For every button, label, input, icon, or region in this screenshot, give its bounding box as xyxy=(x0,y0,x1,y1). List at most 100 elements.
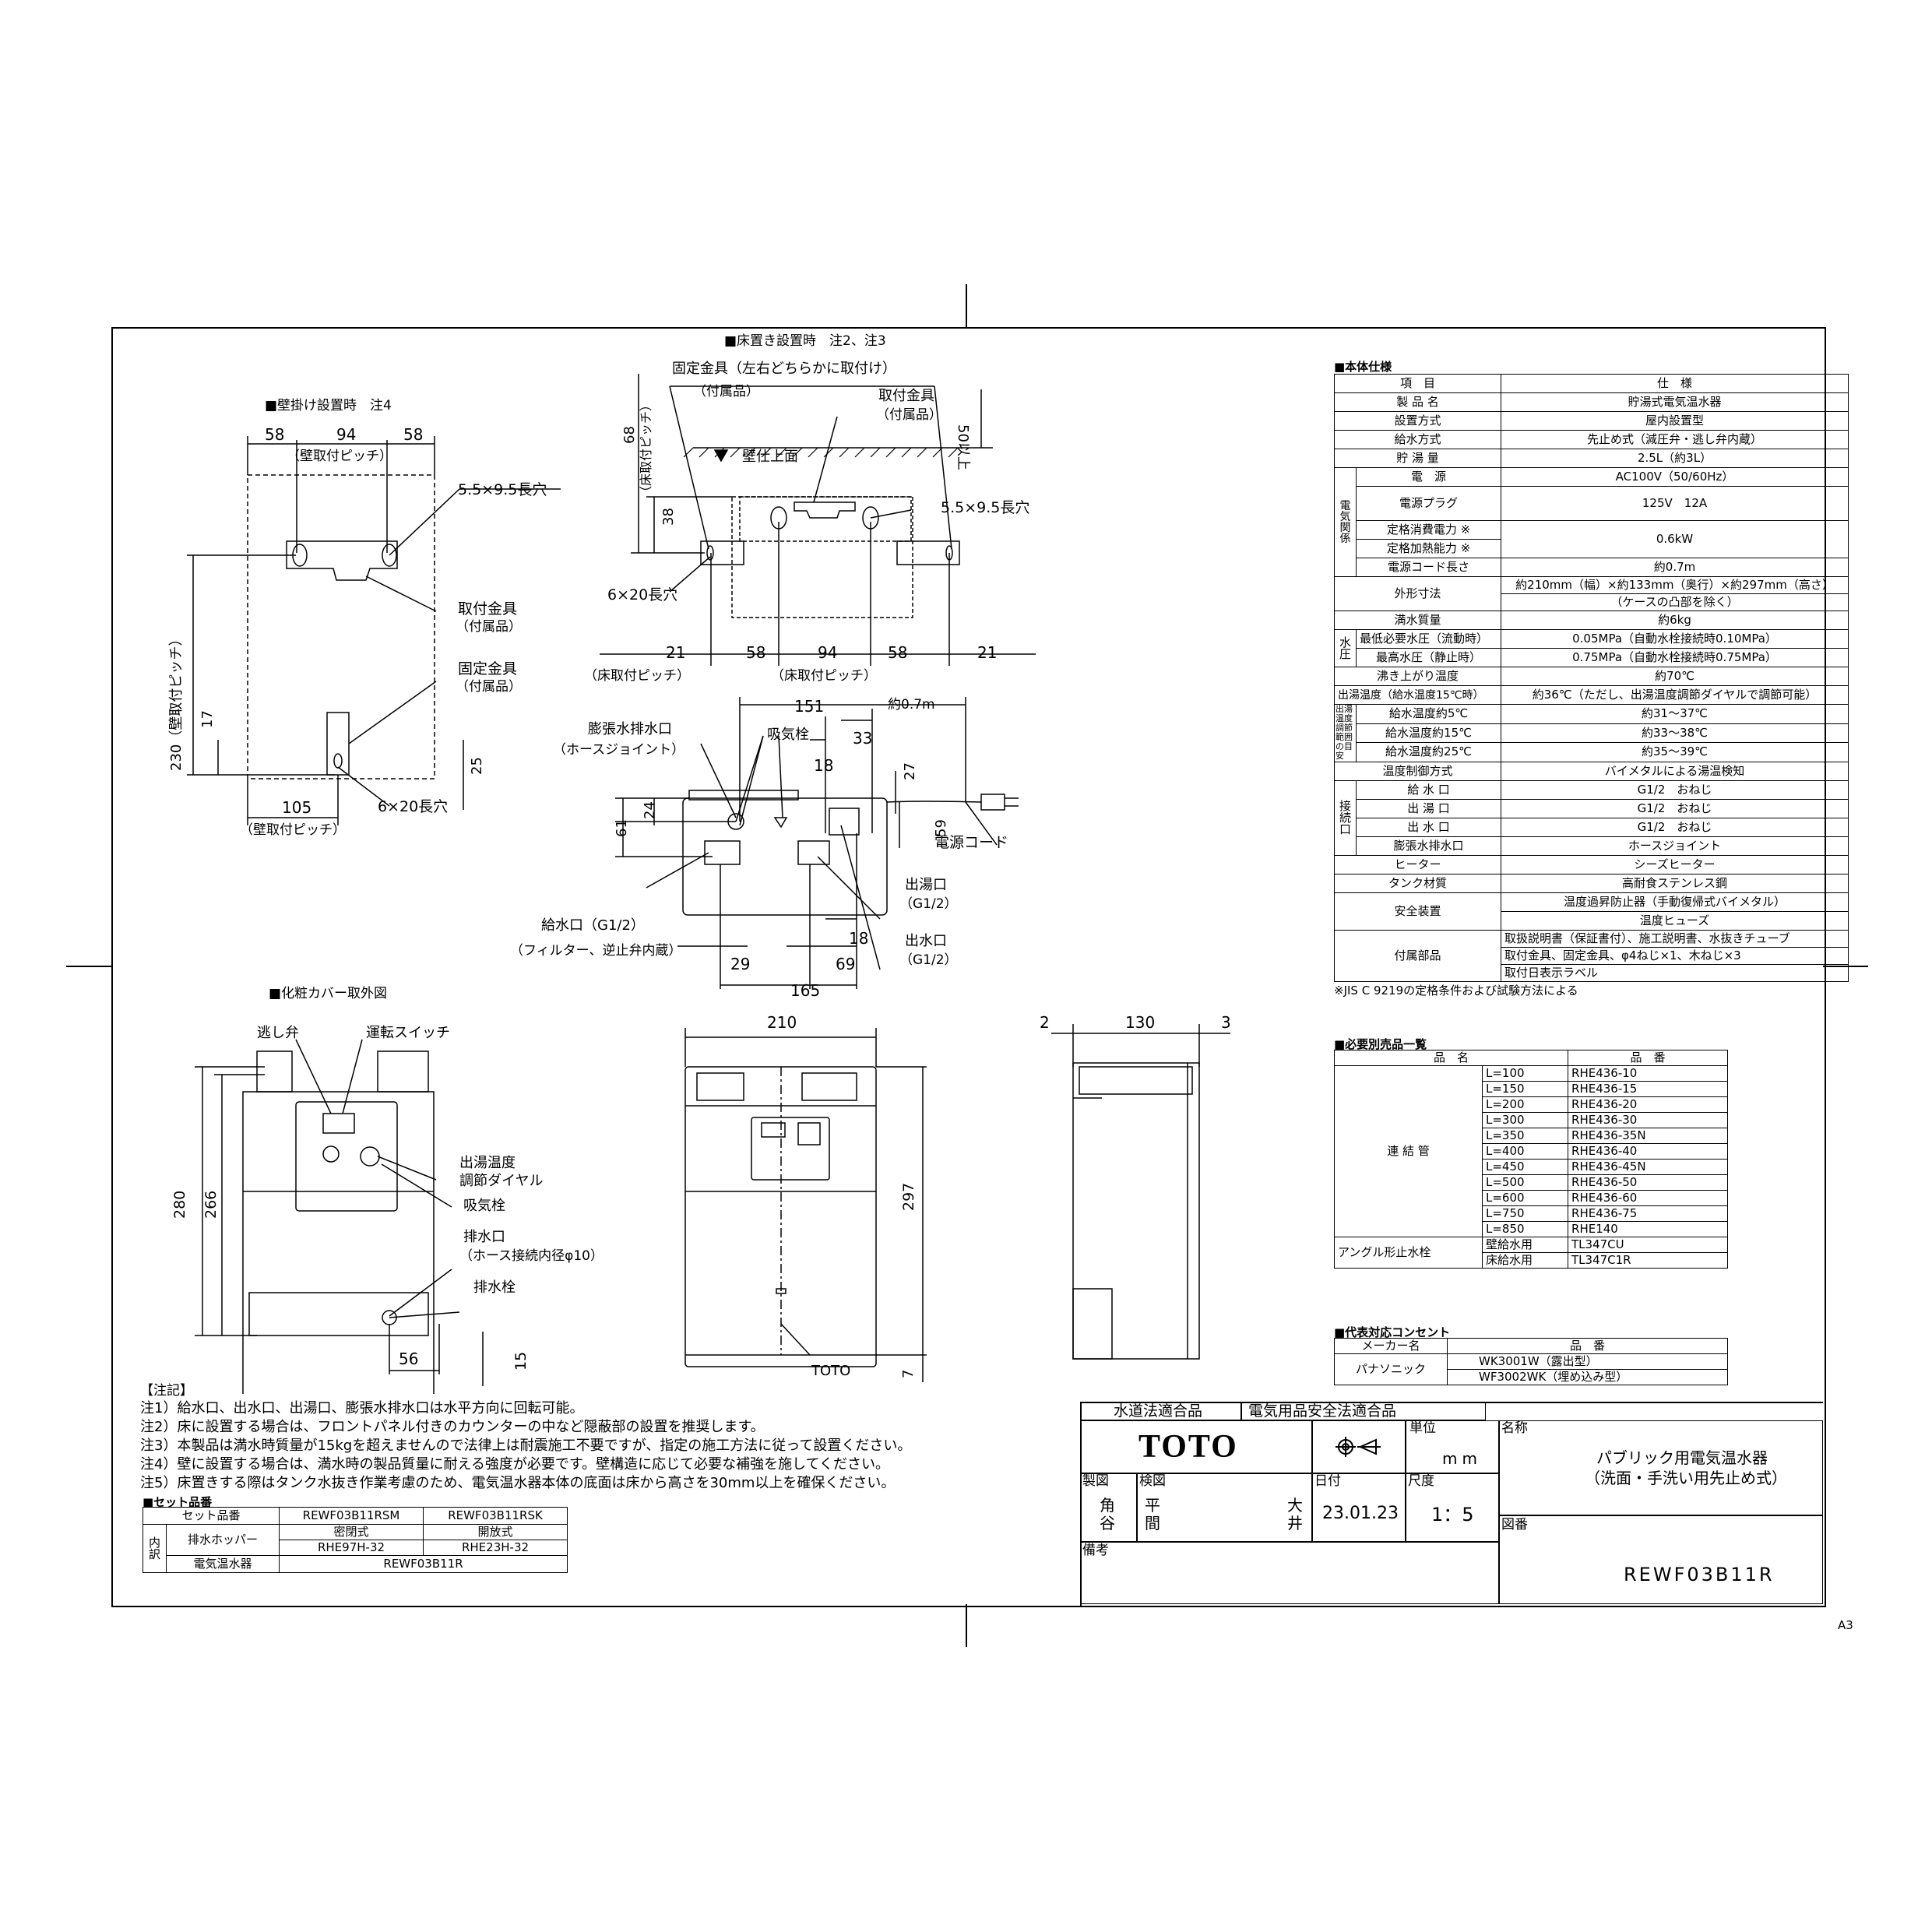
cover-air-label: 吸気栓 xyxy=(463,1198,505,1214)
date-cell xyxy=(1312,1473,1406,1542)
parts-row-size: 壁給水用 xyxy=(1481,1237,1569,1253)
spec-row-label: 温度制御方式 xyxy=(1333,761,1502,781)
set-side-label: 内訳 xyxy=(143,1524,167,1573)
parts-group-valve: アングル形止水栓 xyxy=(1334,1237,1483,1269)
spec-row-label: 定格消費電力 ※ xyxy=(1355,520,1502,540)
scale-label: 尺度 xyxy=(1408,1473,1434,1489)
center-mark-top xyxy=(966,284,967,327)
wall-dim-17: 17 xyxy=(199,710,216,728)
spec-row-label: 満水質量 xyxy=(1333,611,1502,630)
set-header-rsm: REWF03B11RSM xyxy=(279,1507,424,1525)
front-view-drawing xyxy=(684,1028,927,1382)
date-label: 日付 xyxy=(1314,1473,1341,1489)
drafter-name: 角谷 xyxy=(1100,1496,1115,1533)
parts-header-number: 品 番 xyxy=(1568,1050,1729,1066)
floor-dim-38: 38 xyxy=(660,508,677,526)
parts-row-number: RHE436-30 xyxy=(1568,1112,1729,1128)
top-out-label: 出水口 xyxy=(905,933,947,949)
parts-row-size: L=500 xyxy=(1481,1174,1569,1191)
spec-row-value: 約70℃ xyxy=(1501,667,1849,686)
cover-view-title: ■化粧カバー取外図 xyxy=(269,986,388,1001)
parts-row-number: TL347C1R xyxy=(1568,1252,1729,1269)
spec-row-value: 125V 12A xyxy=(1501,486,1849,521)
scale-value: 1：5 xyxy=(1431,1504,1474,1526)
cover-drain-label: 排水口 xyxy=(463,1229,505,1245)
parts-row-number: RHE436-35N xyxy=(1568,1128,1729,1144)
floor-hole2-label: 6×20長穴 xyxy=(607,586,678,604)
note-item: 注3）本製品は満水時質量が15kgを超えませんので法律上は耐震施工不要ですが、指… xyxy=(140,1438,912,1454)
spec-group-elec: 電気関係 xyxy=(1334,467,1357,577)
floor-dim-21a: 21 xyxy=(666,643,686,662)
spec-row-label: 電源プラグ xyxy=(1355,486,1502,521)
outlet-row: WK3001W（露出型） xyxy=(1447,1353,1728,1370)
spec-row-value: 0.75MPa（自動水栓接続時0.75MPa） xyxy=(1501,648,1849,667)
notes-title: 【注記】 xyxy=(140,1383,193,1399)
outlet-header-maker: メーカー名 xyxy=(1334,1338,1448,1354)
spec-row-value: 取付金具、固定金具、φ4ねじ×1、木ねじ×3 xyxy=(1501,946,1849,965)
parts-row-size: L=600 xyxy=(1481,1190,1569,1206)
spec-row-value: 温度ヒューズ xyxy=(1501,910,1849,931)
spec-row-label: 電 源 xyxy=(1355,467,1502,487)
floor-dim-94: 94 xyxy=(818,643,838,662)
spec-row-value: 屋内設置型 xyxy=(1501,411,1849,431)
floor-dim-21b: 21 xyxy=(977,643,998,662)
unit-cell xyxy=(1406,1420,1499,1473)
top-power-label: 電源コード xyxy=(934,834,1009,851)
front-dim-297: 297 xyxy=(900,1182,917,1211)
cert-water: 水道法適合品 xyxy=(1114,1402,1203,1420)
spec-row-label: 給 水 口 xyxy=(1355,779,1502,800)
floor-dim-58a: 58 xyxy=(746,643,766,662)
top-air-label: 吸気栓 xyxy=(767,727,809,743)
brand-cell xyxy=(1080,1420,1312,1473)
spec-row-label: 最低必要水圧（流動時） xyxy=(1355,629,1502,649)
outlet-header-number: 品 番 xyxy=(1447,1338,1728,1354)
floor-dim-50: 50以上 xyxy=(955,424,971,470)
parts-row-number: RHE436-15 xyxy=(1568,1081,1729,1097)
spec-row-value: G1/2 おねじ xyxy=(1501,817,1849,837)
cover-switch-label: 運転スイッチ xyxy=(366,1025,450,1041)
cover-removed-drawing xyxy=(195,1039,484,1394)
wall-dim-25: 25 xyxy=(469,757,485,775)
set-row-heater: 電気温水器 xyxy=(165,1555,280,1573)
spec-row-label: 設置方式 xyxy=(1333,411,1502,431)
wall-dim-58b: 58 xyxy=(403,425,424,444)
top-hot-label: 出湯口 xyxy=(905,877,947,893)
set-hopper-rsm-number: RHE97H-32 xyxy=(279,1540,424,1556)
set-hopper-rsm-type: 密閉式 xyxy=(279,1524,424,1540)
spec-row-value: 高耐食ステンレス鋼 xyxy=(1501,873,1849,893)
spec-note: ※JIS C 9219の定格条件および試験方法による xyxy=(1334,984,1578,998)
top-expansion-sub: （ホースジョイント） xyxy=(553,742,685,758)
spec-row-value: バイメタルによる湯温検知 xyxy=(1501,761,1849,781)
floor-fixed-label: 固定金具（左右どちらかに取付け） xyxy=(672,361,896,377)
spec-row-label: 外形寸法 xyxy=(1333,576,1502,611)
spec-row-value: （ケースの凸部を除く） xyxy=(1501,593,1849,611)
seizu-label: 製図 xyxy=(1082,1473,1109,1489)
outlet-title: ■代表対応コンセント xyxy=(1334,1325,1451,1339)
parts-row-size: L=750 xyxy=(1481,1205,1569,1222)
cover-relief-label: 逃し弁 xyxy=(257,1025,299,1041)
set-title: ■セット品番 xyxy=(143,1495,213,1509)
wall-dim-94: 94 xyxy=(336,425,357,444)
parts-row-number: RHE436-50 xyxy=(1568,1174,1729,1191)
cover-drainplug-label: 排水栓 xyxy=(473,1279,516,1296)
side-dim-130: 130 xyxy=(1125,1013,1156,1032)
kenzu-cell xyxy=(1137,1473,1312,1542)
parts-title: ■必要別売品一覧 xyxy=(1334,1037,1427,1051)
cert-elec-cell xyxy=(1241,1402,1486,1420)
top-dim-29: 29 xyxy=(730,955,751,973)
floor-fixed-sub: （付属品） xyxy=(693,384,759,399)
top-supply-sub: （フィルター、逆止弁内蔵） xyxy=(510,943,682,959)
spec-row-value: 先止め式（減圧弁・逃し弁内蔵） xyxy=(1501,430,1849,449)
top-dim-33: 33 xyxy=(853,729,873,748)
parts-row-size: 床給水用 xyxy=(1481,1252,1569,1269)
spec-row-label: 付属部品 xyxy=(1333,929,1502,982)
wall-bracket-sub: （付属品） xyxy=(456,619,522,635)
name-line2: （洗面・手洗い用先止め式） xyxy=(1585,1469,1787,1487)
spec-row-value: 取付日表示ラベル xyxy=(1501,963,1849,982)
outlet-maker: パナソニック xyxy=(1334,1353,1448,1385)
parts-row-number: RHE436-60 xyxy=(1568,1190,1729,1206)
parts-header-name: 品 名 xyxy=(1333,1050,1569,1066)
kenzu-label: 検図 xyxy=(1139,1473,1166,1489)
spec-row-value: AC100V（50/60Hz） xyxy=(1501,467,1849,487)
top-dim-07: 約0.7m xyxy=(888,697,935,713)
